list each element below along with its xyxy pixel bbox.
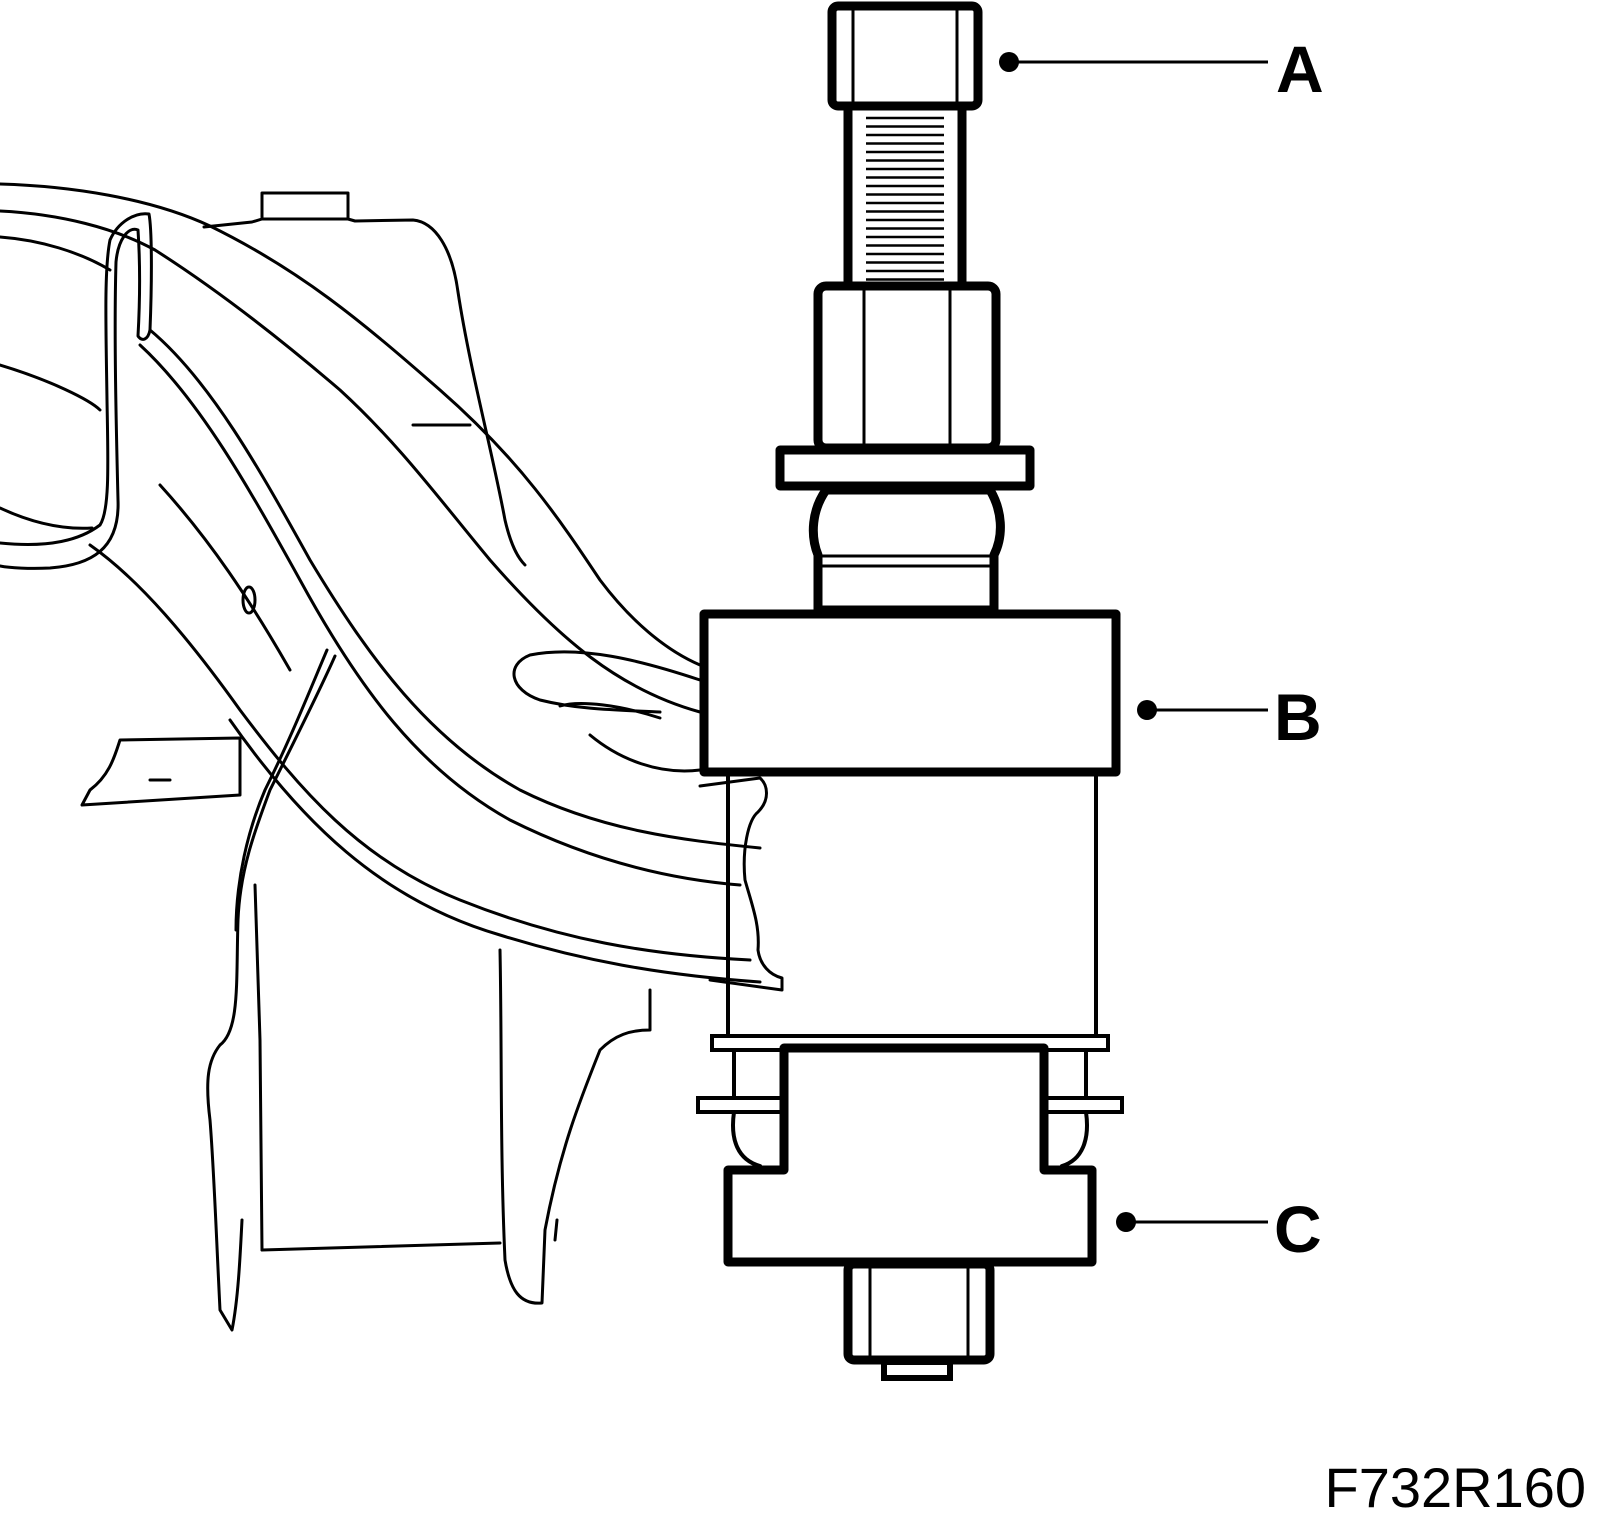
- arm-line-2: [138, 343, 742, 887]
- vertical-plate-mid: [253, 883, 264, 1252]
- threaded-spindle: [843, 101, 967, 291]
- upper-member-inner: [0, 209, 702, 714]
- arm-lip-outer: [512, 650, 702, 714]
- upper-member-inner2: [0, 235, 112, 272]
- spindle-threads: [866, 116, 944, 281]
- callout-c: C: [1116, 1192, 1322, 1266]
- sleeve-flange-sides: [732, 1048, 1088, 1100]
- arm-line-1: [148, 328, 762, 850]
- left-curve-2: [0, 506, 94, 530]
- sleeve-flange-curves: [731, 1110, 1089, 1168]
- thrust-bearing: [808, 485, 1005, 615]
- arm-line-4: [158, 483, 292, 672]
- sleeve-body: [726, 774, 1098, 1038]
- callout-b-label: B: [1274, 680, 1322, 754]
- spindle-tip: [881, 1359, 953, 1381]
- subframe-bracket: [0, 182, 784, 1332]
- thrust-bearing-ring: [822, 554, 996, 568]
- body-top-edge: [202, 217, 527, 567]
- arm-lip-inner: [558, 701, 662, 720]
- callout-a-label: A: [1276, 32, 1324, 106]
- arm-line-5: [228, 718, 762, 984]
- plate-notch: [553, 1218, 559, 1242]
- arm-end-channel: [698, 776, 784, 992]
- arm-hole: [241, 585, 257, 615]
- callout-c-label: C: [1274, 1192, 1322, 1266]
- mount-tab: [260, 191, 350, 221]
- puller-tool: [696, 1, 1124, 1381]
- press-block-b: [699, 609, 1121, 777]
- arm-lip-lower: [588, 733, 702, 773]
- receiver-cup-c: [723, 1043, 1097, 1267]
- upper-member-outer: [0, 182, 702, 667]
- figure-code: F732R160: [1324, 1456, 1586, 1519]
- vertical-plate-edge: [234, 648, 329, 932]
- vertical-plate-right: [498, 948, 652, 1305]
- left-curve-1: [0, 363, 102, 412]
- washer: [775, 445, 1035, 491]
- arm-line-3: [88, 543, 752, 962]
- lower-flange: [80, 736, 242, 807]
- hex-nut: [813, 281, 1001, 453]
- vertical-plate-left: [206, 654, 337, 1332]
- callout-a: A: [999, 32, 1324, 106]
- left-clip: [0, 212, 153, 570]
- callout-b: B: [1137, 680, 1322, 754]
- plate-bottom-edge: [260, 1241, 502, 1252]
